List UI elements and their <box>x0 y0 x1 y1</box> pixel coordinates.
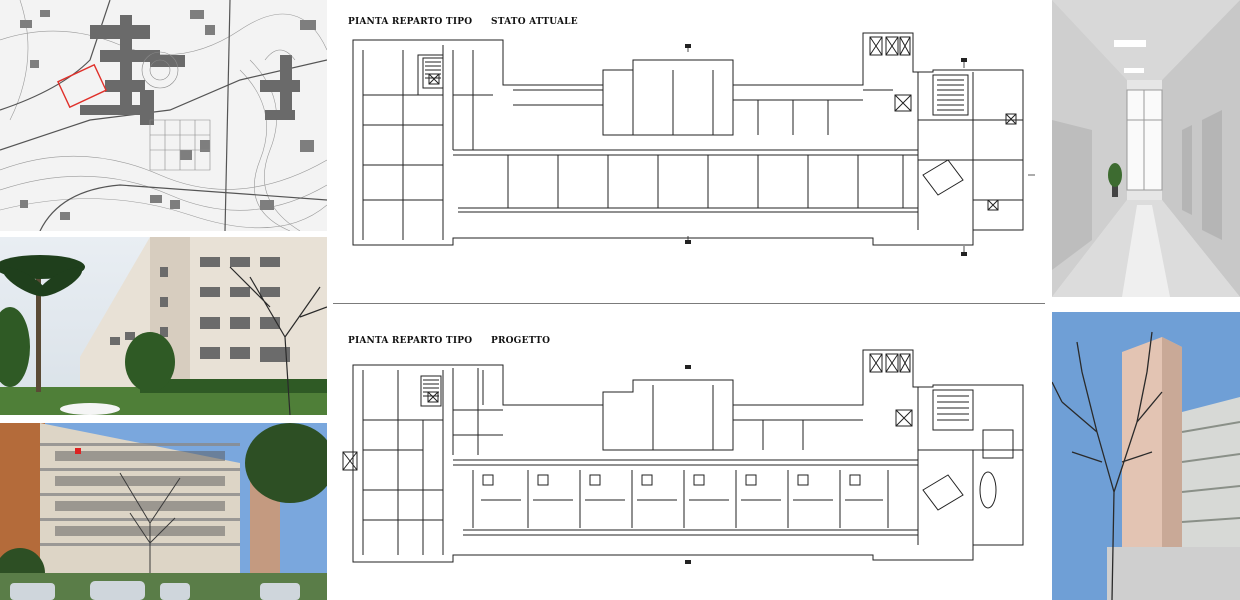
corridor-photo <box>1052 0 1240 297</box>
plan-divider <box>333 303 1045 304</box>
floor-plan-project: PIANTA REPARTO TIPO PROGETTO <box>333 310 1045 600</box>
ward-block-photo-drawing <box>0 423 327 600</box>
plan-current-drawing <box>352 32 1035 256</box>
plan-project-title: PIANTA REPARTO TIPO <box>348 336 473 346</box>
plan-current-state-label: STATO ATTUALE <box>491 17 578 27</box>
site-map-drawing <box>0 0 327 231</box>
plan-project-state-label: PROGETTO <box>491 336 551 346</box>
site-map-image <box>0 0 327 231</box>
stair-tower-photo <box>1052 312 1240 600</box>
hospital-facade-photo <box>0 237 327 415</box>
corridor-photo-drawing <box>1052 0 1240 297</box>
stair-tower-photo-drawing <box>1052 312 1240 600</box>
plan-project-drawing <box>342 349 1024 564</box>
facade-photo-drawing <box>0 237 327 415</box>
floor-plan-current-state: PIANTA REPARTO TIPO STATO ATTUALE <box>333 0 1045 300</box>
plan-current-title: PIANTA REPARTO TIPO <box>348 17 473 27</box>
highlighted-ward-outline <box>57 63 107 109</box>
ward-block-photo <box>0 423 327 600</box>
